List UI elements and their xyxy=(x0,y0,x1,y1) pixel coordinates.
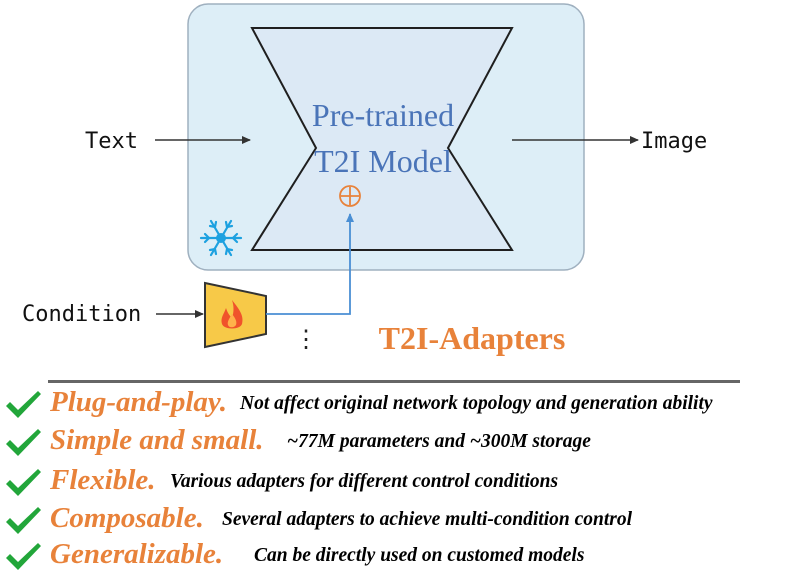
feature-title: Flexible. xyxy=(50,464,156,496)
feature-item: Plug-and-play. Not affect original netwo… xyxy=(0,384,792,420)
feature-description: Various adapters for different control c… xyxy=(170,471,559,492)
feature-title: Generalizable. xyxy=(50,538,224,570)
fire-icon xyxy=(221,300,243,329)
section-divider xyxy=(48,380,740,383)
condition-label: Condition xyxy=(22,302,141,327)
feature-item: Flexible. Various adapters for different… xyxy=(0,462,792,498)
feature-item: Composable. Several adapters to achieve … xyxy=(0,500,792,536)
architecture-diagram: Pre-trained T2I Model Text Image Conditi… xyxy=(22,3,707,356)
input-text-label: Text xyxy=(85,129,138,154)
snowflake-icon xyxy=(199,219,243,257)
add-symbol-icon xyxy=(339,185,361,207)
checkmark-icon xyxy=(6,391,41,418)
feature-item: Simple and small. ~77M parameters and ~3… xyxy=(0,422,792,458)
checkmark-icon xyxy=(6,543,41,570)
model-label-line2: T2I Model xyxy=(314,143,452,179)
adapter-title: T2I-Adapters xyxy=(379,320,566,356)
feature-description: Can be directly used on customed models xyxy=(254,545,585,566)
checkmark-icon xyxy=(6,507,41,534)
feature-title: Plug-and-play. xyxy=(50,386,227,418)
output-image-label: Image xyxy=(641,129,707,154)
model-label-line1: Pre-trained xyxy=(312,97,454,133)
ellipsis: ⋮ xyxy=(294,327,318,353)
feature-title: Simple and small. xyxy=(50,424,264,456)
feature-title: Composable. xyxy=(50,502,204,534)
adapter-injection-line xyxy=(266,213,354,315)
checkmark-icon xyxy=(6,429,41,456)
feature-description: Not affect original network topology and… xyxy=(240,393,713,414)
feature-description: ~77M parameters and ~300M storage xyxy=(287,431,591,452)
checkmark-icon xyxy=(6,469,41,496)
feature-item: Generalizable. Can be directly used on c… xyxy=(0,536,792,572)
pretrained-model-shape xyxy=(250,27,514,251)
feature-description: Several adapters to achieve multi-condit… xyxy=(222,509,633,530)
